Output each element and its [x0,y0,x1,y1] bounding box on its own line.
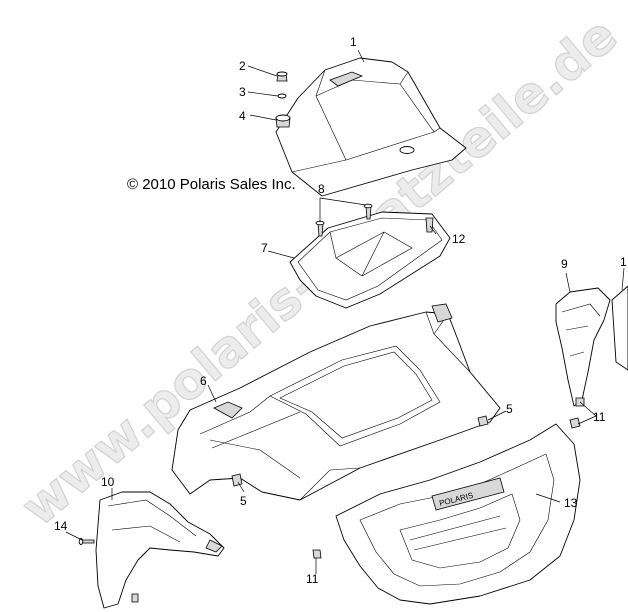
part-13-front-grille: POLARIS [335,423,581,605]
part-2-knob [276,71,288,82]
callout-5-left: 5 [240,494,247,508]
part-5-clip-left [231,473,243,487]
part-10-left-fender [95,491,225,609]
callout-10: 10 [101,475,115,489]
callout-8: 8 [318,182,325,196]
callout-3: 3 [239,85,246,99]
copyright-text: © 2010 Polaris Sales Inc. [127,176,296,193]
callout-7: 7 [261,241,268,255]
part-3-washer [277,93,287,99]
callout-12: 12 [452,232,466,246]
part-11-nut-bottom [312,549,322,559]
part-9-right-fender [555,287,611,407]
callout-1b: 1 [620,255,627,269]
callout-2: 2 [239,59,246,73]
callout-13: 13 [564,496,578,510]
callout-11-bottom: 11 [306,572,319,586]
part-1b-fender-edge [611,285,628,371]
part-11-nut-right [569,417,581,429]
callout-14: 14 [54,519,68,533]
part-1-storage-lid [275,57,467,197]
callout-9: 9 [561,257,568,271]
callout-5-right: 5 [506,402,513,416]
part-6-hood [171,303,501,501]
leader-lines [65,49,625,574]
callout-4: 4 [239,109,246,123]
part-8-screw-right [363,203,373,220]
part-14-screw [78,538,95,545]
part-5-clip-right [477,415,489,427]
part-12-clip [425,217,434,233]
callout-1: 1 [350,35,357,49]
part-4-grommet [275,114,291,128]
callout-11-right: 11 [593,410,606,424]
callout-6: 6 [200,374,207,388]
part-bottom-bolt [131,593,139,603]
part-7-storage-tub [289,211,451,309]
